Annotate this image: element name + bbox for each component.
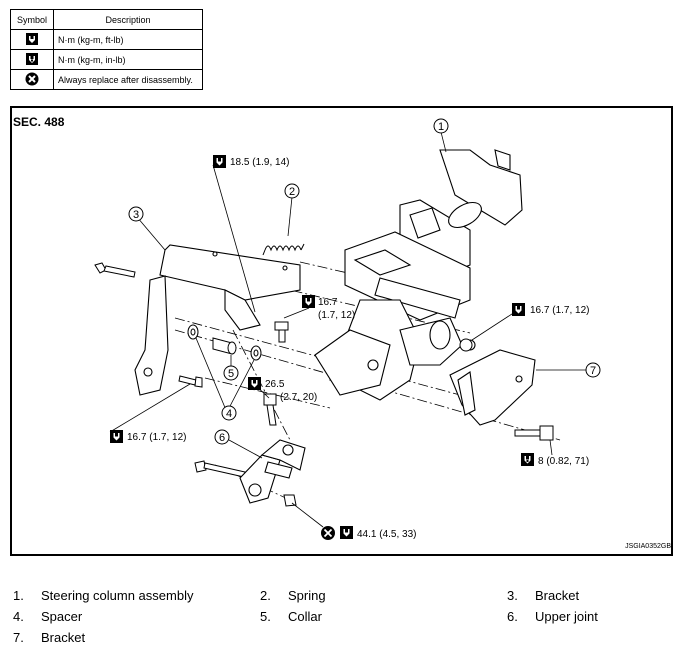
spring — [262, 243, 305, 256]
bolts — [94, 262, 554, 507]
torque-value: 16.7 — [318, 297, 338, 308]
legend-row: N·m (kg-m, in-lb) — [10, 49, 203, 70]
part-number: 4. — [13, 609, 24, 624]
svg-text:5: 5 — [228, 368, 234, 380]
list-item: 5. Collar — [260, 609, 322, 624]
svg-text:7: 7 — [590, 365, 596, 377]
part-number: 7. — [13, 630, 24, 645]
torque-value: 18.5 (1.9, 14) — [230, 157, 289, 168]
callout-3: 3 — [128, 206, 144, 222]
torque-value: 44.1 (4.5, 33) — [357, 529, 416, 540]
torque-wrench-small-icon — [10, 49, 54, 70]
callout-7: 7 — [585, 362, 601, 378]
bracket-right — [449, 349, 536, 426]
part-number: 1. — [13, 588, 24, 603]
symbol-legend-table: Symbol Description N·m (kg-m, ft-lb) N·m… — [10, 9, 203, 90]
part-name: Spacer — [41, 609, 83, 624]
part-name: Spring — [288, 588, 326, 603]
torque-wrench-icon — [248, 377, 261, 390]
torque-value: 26.5 — [265, 379, 285, 390]
list-item: 4. Spacer — [13, 609, 82, 624]
torque-value: (1.7, 12) — [318, 310, 355, 321]
part-name: Collar — [288, 609, 322, 624]
callout-6: 6 — [214, 429, 230, 445]
always-replace-icon — [10, 69, 54, 90]
torque-labels: 18.5 (1.9, 14) 16.7 (1.7, 12) 16.7 (1.7,… — [110, 155, 589, 540]
callout-4: 4 — [221, 405, 237, 421]
part-number: 6. — [507, 609, 518, 624]
svg-text:3: 3 — [133, 209, 139, 221]
part-name: Bracket — [535, 588, 580, 603]
torque-value: 16.7 (1.7, 12) — [530, 305, 589, 316]
torque-wrench-small-icon — [521, 453, 534, 466]
svg-text:2: 2 — [289, 186, 295, 198]
part-number: 3. — [507, 588, 518, 603]
list-item: 3. Bracket — [507, 588, 579, 603]
list-item: 6. Upper joint — [507, 609, 598, 624]
part-name: Upper joint — [535, 609, 598, 624]
legend-header-row: Symbol Description — [10, 9, 203, 30]
torque-wrench-icon — [340, 526, 353, 539]
callouts: 1 2 3 4 5 6 7 — [128, 118, 601, 445]
part-name: Steering column assembly — [41, 588, 194, 603]
part-number: 5. — [260, 609, 271, 624]
diagram-frame — [10, 106, 673, 556]
always-replace-icon — [321, 526, 335, 540]
part-name: Bracket — [41, 630, 86, 645]
list-item: 7. Bracket — [13, 630, 85, 645]
torque-wrench-icon — [302, 295, 315, 308]
section-label: SEC. 488 — [13, 115, 65, 129]
part-number: 2. — [260, 588, 271, 603]
spacers-and-collar — [187, 324, 262, 361]
legend-row: Always replace after disassembly. — [10, 69, 203, 90]
bracket-left — [134, 244, 301, 396]
callout-5: 5 — [223, 365, 239, 381]
list-item: 1. Steering column assembly — [13, 588, 193, 603]
callout-2: 2 — [284, 183, 300, 199]
torque-value: 8 (0.82, 71) — [538, 456, 589, 467]
legend-text: Always replace after disassembly. — [53, 69, 203, 90]
torque-wrench-icon — [213, 155, 226, 168]
svg-text:1: 1 — [438, 121, 444, 133]
figure-code: JSGIA0352GB — [625, 543, 671, 550]
upper-joint — [239, 439, 306, 504]
torque-value: (2.7, 20) — [280, 392, 317, 403]
torque-value: 16.7 (1.7, 12) — [127, 432, 186, 443]
torque-wrench-icon — [10, 29, 54, 50]
steering-column-assembly — [314, 149, 523, 401]
torque-wrench-icon — [512, 303, 525, 316]
svg-text:4: 4 — [226, 408, 232, 420]
list-item: 2. Spring — [260, 588, 326, 603]
torque-wrench-icon — [110, 430, 123, 443]
callout-1: 1 — [433, 118, 449, 134]
svg-text:6: 6 — [219, 432, 225, 444]
